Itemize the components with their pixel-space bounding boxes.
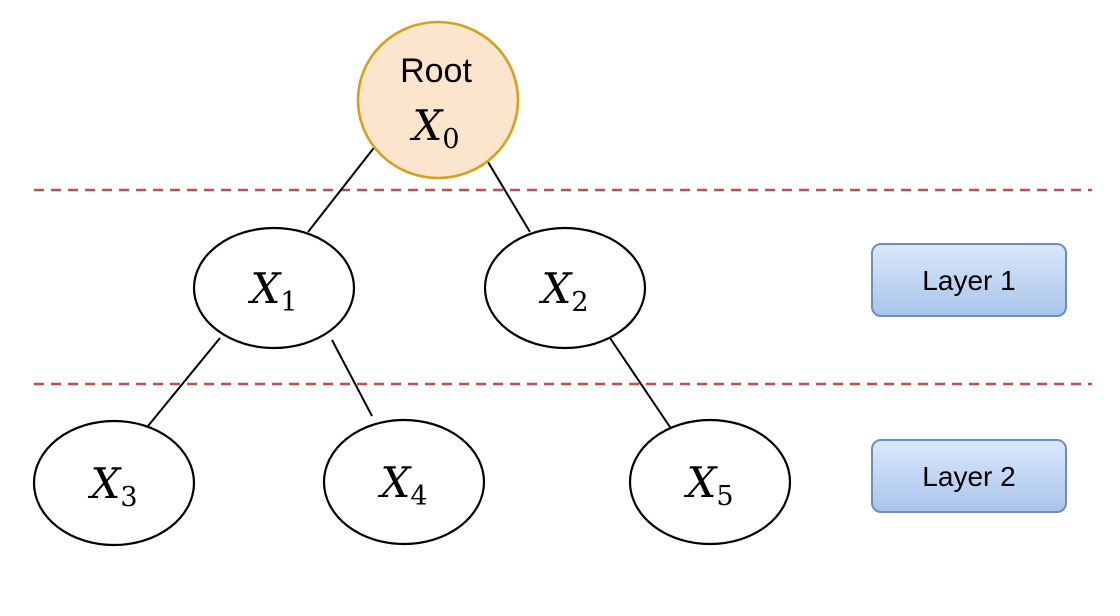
layer-1-box xyxy=(871,243,1067,317)
node-x4-label: X4 xyxy=(377,458,427,512)
node-x2: X2 xyxy=(483,226,647,350)
node-x4-var: X xyxy=(377,458,412,507)
node-x3-ellipse xyxy=(32,419,196,547)
layer-2-label: Layer 2 xyxy=(922,461,1015,492)
layer-1-label: Layer 1 xyxy=(922,265,1015,296)
edge-x2-x5 xyxy=(609,337,673,431)
node-x5-sub: 5 xyxy=(716,481,733,512)
root-node-ellipse xyxy=(356,20,520,180)
layer-2-box xyxy=(871,439,1067,513)
node-x3: X3 xyxy=(32,419,196,547)
node-x5: X5 xyxy=(628,418,792,546)
node-x5-label: X5 xyxy=(683,458,733,512)
edge-x0-x1 xyxy=(307,139,381,233)
node-x3-sub: 3 xyxy=(120,482,137,513)
node-x1-ellipse xyxy=(192,226,356,350)
node-x5-ellipse xyxy=(628,418,792,546)
node-x3-label: X3 xyxy=(87,459,137,513)
node-x3-var: X xyxy=(87,459,122,508)
layer-2-label-box: Layer 2 xyxy=(871,439,1067,513)
node-x2-sub: 2 xyxy=(571,287,588,318)
node-x0-var: X xyxy=(409,101,444,150)
edge-x0-x2 xyxy=(481,151,531,233)
node-x0: Root X0 xyxy=(356,20,520,180)
node-x4: X4 xyxy=(322,418,486,546)
node-x4-ellipse xyxy=(322,418,486,546)
node-x2-ellipse xyxy=(483,226,647,350)
node-x1-sub: 1 xyxy=(280,287,297,318)
node-x1-label: X1 xyxy=(247,264,297,318)
edge-x1-x3 xyxy=(147,337,221,427)
node-x1-var: X xyxy=(247,264,282,313)
node-x1: X1 xyxy=(192,226,356,350)
node-x5-var: X xyxy=(683,458,718,507)
edge-x1-x4 xyxy=(331,339,373,417)
node-x0-label: X0 xyxy=(409,101,459,155)
node-x2-var: X xyxy=(538,264,573,313)
root-label: Root xyxy=(400,52,472,90)
node-x0-sub: 0 xyxy=(442,124,459,155)
node-x4-sub: 4 xyxy=(410,481,427,512)
node-x2-label: X2 xyxy=(538,264,588,318)
layer-1-label-box: Layer 1 xyxy=(871,243,1067,317)
